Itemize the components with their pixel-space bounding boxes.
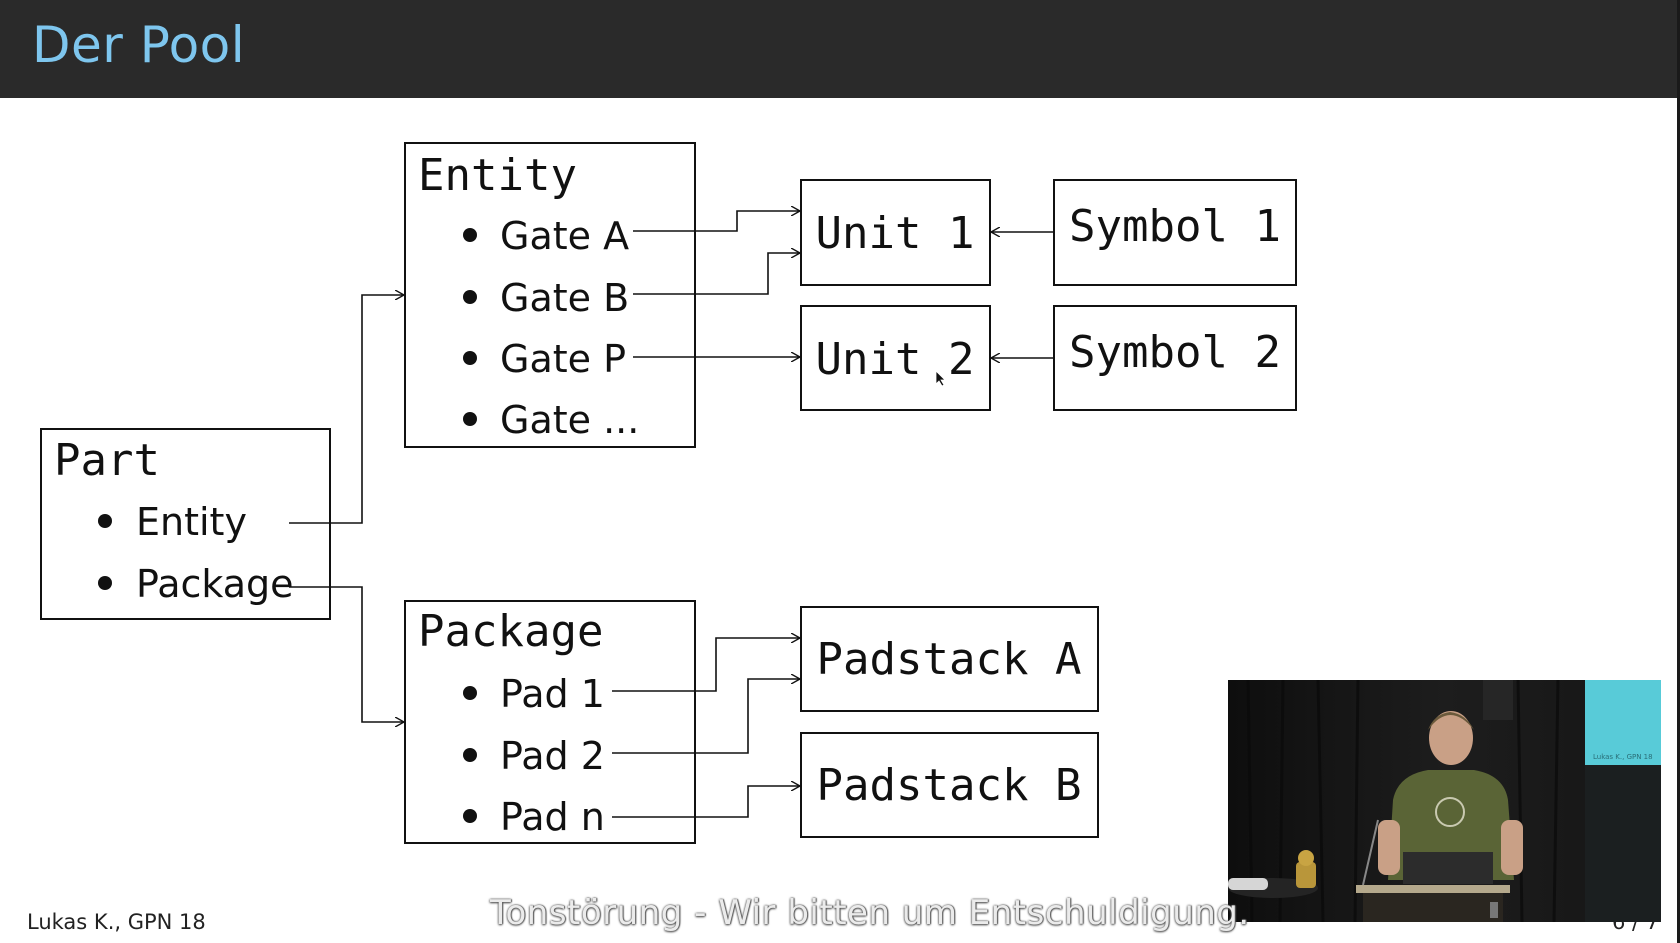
part-item-entity: Entity	[136, 500, 247, 544]
package-item-pad-n: Pad n	[500, 795, 605, 839]
entity-item-gate-b: Gate B	[500, 276, 629, 320]
laptop	[1403, 852, 1493, 884]
footer-author: Lukas K., GPN 18	[27, 910, 206, 934]
projection-screen	[1585, 680, 1661, 765]
part-box: Part Entity Package	[40, 428, 331, 620]
symbol-1-label: Symbol 1	[1069, 201, 1281, 252]
arrow-pad-n-to-padstack-b	[612, 786, 800, 818]
arrow-gate-a-to-unit-1	[633, 211, 800, 232]
projection-caption: Lukas K., GPN 18	[1593, 753, 1653, 761]
arrow-part-to-package	[289, 586, 404, 722]
entity-box-heading: Entity	[418, 150, 577, 201]
padstack-a-label: Padstack A	[817, 634, 1082, 685]
bullet-icon	[463, 412, 477, 426]
subtitle-caption: Tonstörung - Wir bitten um Entschuldigun…	[490, 893, 1250, 933]
window-edge	[1677, 0, 1680, 943]
speaker-video-frame: Lukas K., GPN 18	[1228, 680, 1661, 922]
speaker-video-overlay: Lukas K., GPN 18	[1228, 680, 1661, 922]
entity-item-gate-p: Gate P	[500, 337, 626, 381]
symbol-2-frame	[1053, 305, 1297, 411]
entity-item-gate-more: Gate ...	[500, 398, 639, 442]
arrow-part-to-entity	[289, 295, 404, 524]
unit-1-box: Unit 1	[800, 179, 991, 286]
part-box-heading: Part	[54, 435, 160, 486]
bullet-icon	[98, 576, 112, 590]
bullet-icon	[463, 748, 477, 762]
arrow-pad-2-to-padstack-a	[612, 679, 800, 754]
slide-title: Der Pool	[32, 16, 246, 74]
bullet-icon	[463, 228, 477, 242]
entity-box: Entity Gate A Gate B Gate P Gate ...	[404, 142, 696, 448]
title-bar: Der Pool	[0, 0, 1677, 98]
mouse-pointer-icon	[936, 371, 946, 387]
lectern-top	[1356, 885, 1510, 893]
part-item-package: Package	[136, 562, 294, 606]
package-item-pad-2: Pad 2	[500, 734, 605, 778]
unit-2-box: Unit 2	[800, 305, 991, 411]
padstack-a-frame	[800, 606, 1099, 712]
bullet-icon	[463, 290, 477, 304]
symbol-1-frame	[1053, 179, 1297, 286]
symbol-1-box: Symbol 1	[1053, 179, 1297, 286]
entity-item-gate-a: Gate A	[500, 214, 629, 258]
package-box-frame	[404, 600, 696, 844]
unit-1-label: Unit 1	[816, 208, 975, 259]
arrow-gate-b-to-unit-1	[633, 253, 800, 295]
speaker-head	[1429, 711, 1473, 765]
unit-2-label: Unit 2	[816, 334, 975, 385]
symbol-2-label: Symbol 2	[1069, 327, 1281, 378]
symbol-2-box: Symbol 2	[1053, 305, 1297, 411]
padstack-a-box: Padstack A	[800, 606, 1099, 712]
arrow-pad-1-to-padstack-a	[612, 638, 800, 692]
padstack-b-frame	[800, 732, 1099, 838]
padstack-b-label: Padstack B	[817, 760, 1082, 811]
bullet-icon	[463, 809, 477, 823]
unit-2-frame	[800, 305, 991, 411]
unit-1-frame	[800, 179, 991, 286]
bullet-icon	[463, 351, 477, 365]
package-box: Package Pad 1 Pad 2 Pad n	[404, 600, 696, 844]
entity-box-frame	[404, 142, 696, 448]
package-box-heading: Package	[418, 606, 603, 657]
bullet-icon	[463, 686, 477, 700]
part-box-frame	[40, 428, 331, 620]
lucky-cat	[1296, 862, 1316, 888]
padstack-b-box: Padstack B	[800, 732, 1099, 838]
bullet-icon	[98, 514, 112, 528]
package-item-pad-1: Pad 1	[500, 672, 605, 716]
